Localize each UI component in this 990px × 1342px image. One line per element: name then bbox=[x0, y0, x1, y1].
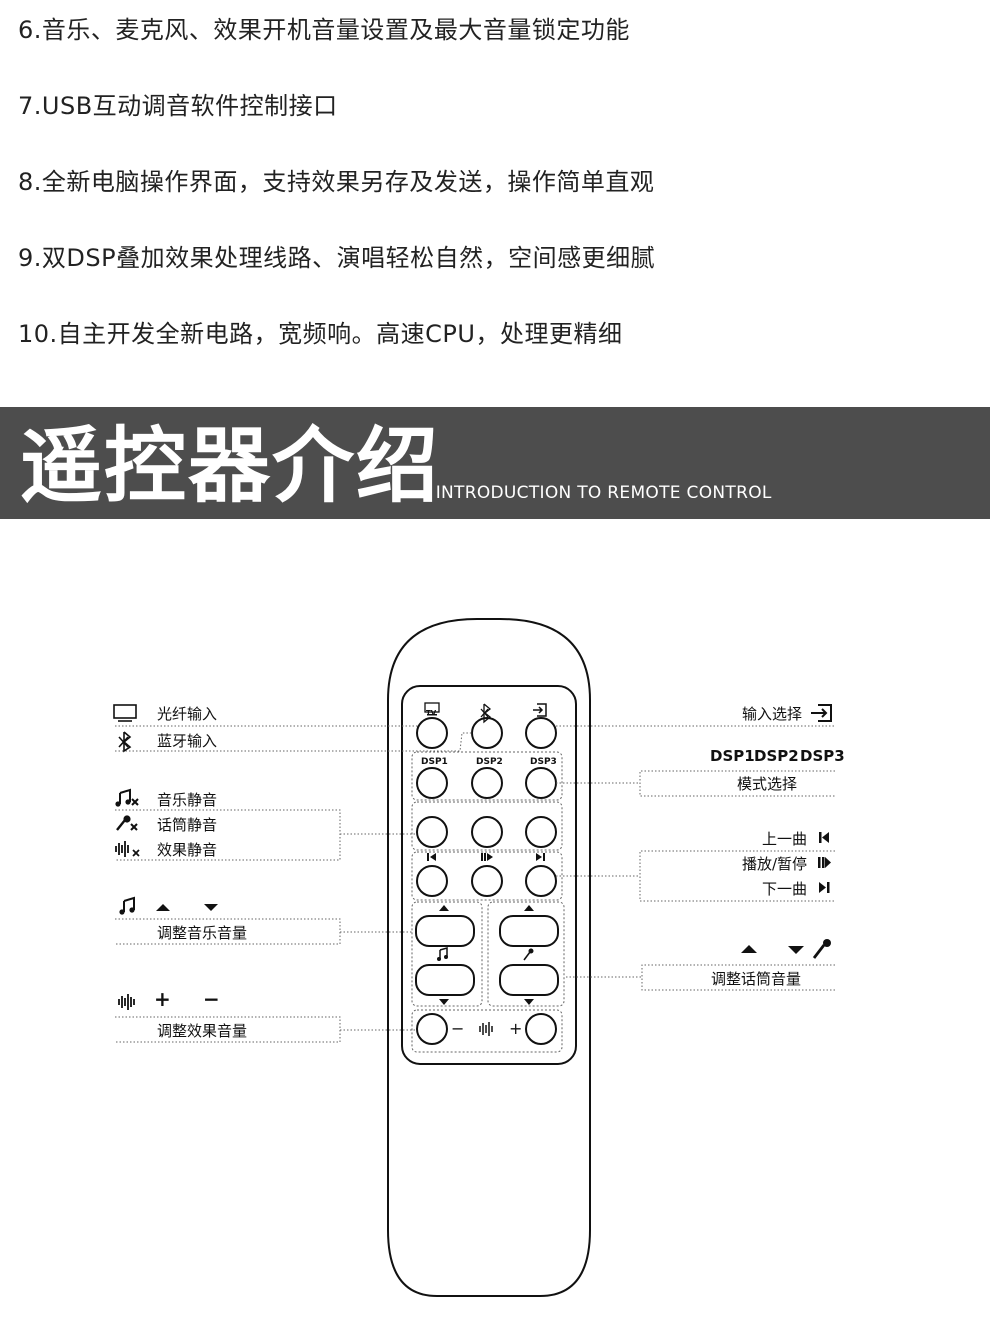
label-input-select: 输入选择 bbox=[741, 705, 802, 723]
effect-mute-icon bbox=[115, 841, 140, 857]
mic-volume-icon bbox=[812, 939, 831, 959]
feature-line-9: 9.双DSP叠加效果处理线路、演唱轻松自然，空间感更细腻 bbox=[18, 244, 656, 272]
label-mic-mute: 话筒静音 bbox=[157, 816, 218, 834]
bluetooth-icon bbox=[480, 703, 492, 724]
play-pause-icon bbox=[818, 857, 831, 868]
remote-dsp2-text: DSP2 bbox=[476, 757, 503, 767]
remote-dsp1-text: DSP1 bbox=[421, 757, 448, 767]
feature-line-6: 6.音乐、麦克风、效果开机音量设置及最大音量锁定功能 bbox=[18, 16, 630, 44]
feature-line-8: 8.全新电脑操作界面，支持效果另存及发送，操作简单直观 bbox=[18, 168, 655, 196]
music-mute-icon bbox=[119, 788, 139, 806]
bluetooth-button bbox=[471, 717, 503, 749]
dsp3-button bbox=[525, 767, 557, 799]
up-triangle-icon bbox=[156, 904, 170, 911]
effect-volume-icon bbox=[118, 994, 135, 1010]
label-dsp2: DSP2 bbox=[754, 747, 799, 765]
label-dsp3: DSP3 bbox=[800, 747, 845, 765]
label-prev-track: 上一曲 bbox=[761, 830, 807, 848]
label-music-mute: 音乐静音 bbox=[157, 791, 218, 809]
remote-minus-text: − bbox=[451, 1019, 465, 1038]
effect-minus-button bbox=[416, 1013, 448, 1045]
feature-line-10: 10.自主开发全新电路，宽频响。高速CPU，处理更精细 bbox=[18, 320, 623, 348]
down-triangle-icon bbox=[204, 904, 218, 911]
input-button bbox=[525, 717, 557, 749]
label-next-track: 下一曲 bbox=[761, 880, 807, 898]
section-subtitle: / INTRODUCTION TO REMOTE CONTROL bbox=[424, 483, 772, 503]
label-fiber-input: 光纤输入 bbox=[157, 705, 218, 723]
input-icon bbox=[533, 703, 547, 717]
music-vol-down-button bbox=[415, 964, 475, 996]
mic-vol-down-button bbox=[499, 964, 559, 996]
effect-plus-icon: + bbox=[154, 987, 171, 1011]
tv-icon bbox=[424, 702, 440, 713]
next-track-icon bbox=[819, 882, 830, 893]
mic-vol-up-button bbox=[499, 915, 559, 947]
remote-tv-text: TV bbox=[426, 709, 437, 717]
label-mic-volume: 调整话筒音量 bbox=[711, 970, 802, 988]
label-effect-mute: 效果静音 bbox=[157, 841, 218, 859]
mic-mute-icon bbox=[116, 815, 138, 831]
effect-plus-button bbox=[525, 1013, 557, 1045]
fiber-input-tv-icon bbox=[113, 704, 137, 722]
effect-mute-button bbox=[525, 816, 557, 848]
effect-minus-icon: − bbox=[203, 987, 220, 1011]
label-bluetooth-input: 蓝牙输入 bbox=[157, 732, 218, 750]
music-vol-up-button bbox=[415, 915, 475, 947]
label-dsp1: DSP1 bbox=[710, 747, 755, 765]
bluetooth-legend-icon bbox=[118, 731, 132, 753]
remote-plus-text: + bbox=[509, 1019, 523, 1038]
remote-button-panel bbox=[401, 685, 577, 1065]
remote-body bbox=[387, 618, 591, 1297]
section-banner: 遥控器介绍 / INTRODUCTION TO REMOTE CONTROL bbox=[0, 407, 990, 519]
music-volume-icon bbox=[123, 896, 135, 912]
section-title: 遥控器介绍 bbox=[20, 419, 441, 514]
input-select-icon bbox=[811, 704, 832, 722]
prev-track-button bbox=[416, 865, 448, 897]
dsp2-button bbox=[471, 767, 503, 799]
label-play-pause: 播放/暂停 bbox=[741, 855, 807, 873]
dsp1-button bbox=[416, 767, 448, 799]
label-mode-select: 模式选择 bbox=[737, 775, 798, 793]
next-track-button bbox=[525, 865, 557, 897]
label-music-volume: 调整音乐音量 bbox=[157, 924, 248, 942]
tv-button bbox=[416, 717, 448, 749]
play-pause-button bbox=[471, 865, 503, 897]
music-mute-button bbox=[416, 816, 448, 848]
prev-track-icon bbox=[819, 832, 829, 843]
label-effect-volume: 调整效果音量 bbox=[157, 1022, 248, 1040]
mic-mute-button bbox=[471, 816, 503, 848]
remote-dsp3-text: DSP3 bbox=[530, 757, 557, 767]
feature-line-7: 7.USB互动调音软件控制接口 bbox=[18, 92, 338, 120]
